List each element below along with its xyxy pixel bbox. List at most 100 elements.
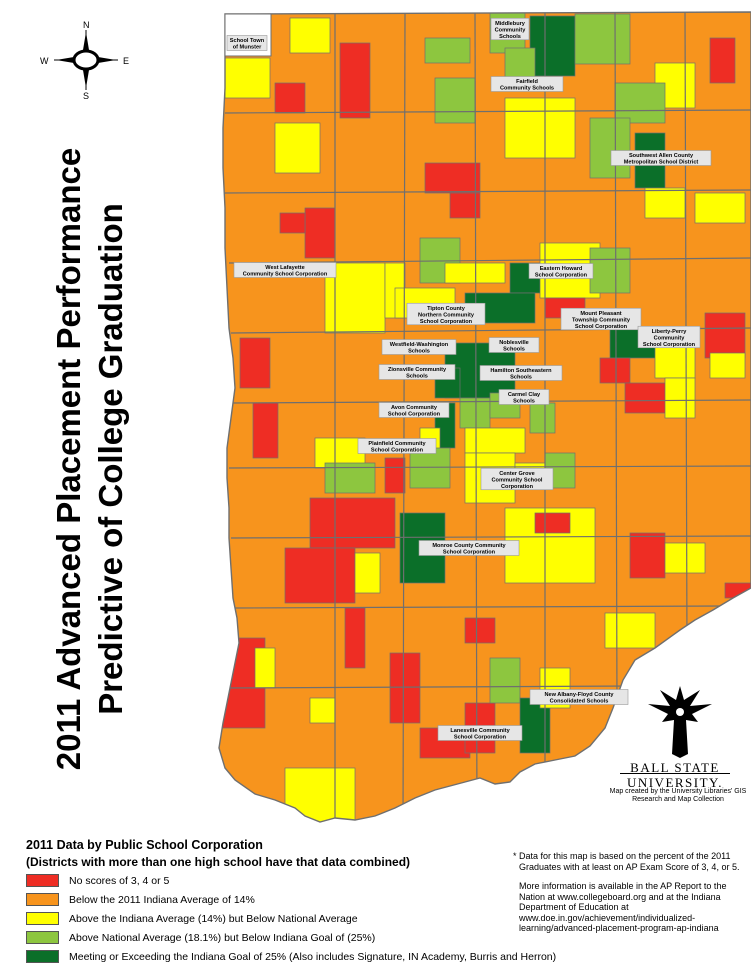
district-red	[599, 357, 631, 384]
legend-subtitle: (Districts with more than one high schoo…	[26, 855, 411, 869]
callout-box	[610, 150, 712, 166]
district-light_green	[614, 82, 666, 124]
district-red	[464, 617, 496, 644]
district-red	[704, 312, 746, 359]
callout-text: Lanesville Community	[450, 728, 510, 734]
district-yellow	[694, 192, 746, 224]
callout-text: Community Schools	[500, 86, 554, 92]
district-yellow	[284, 767, 356, 822]
callout-box	[437, 725, 523, 741]
district-yellow	[644, 187, 686, 219]
data-note: * Data for this map is based on the perc…	[513, 851, 740, 872]
district-red	[284, 547, 356, 604]
map-credit: Map created by the University Libraries'…	[609, 788, 747, 803]
district-light_green	[529, 402, 556, 434]
university-name-line-1: BALL STATE	[630, 760, 720, 775]
district-light_green	[409, 447, 451, 489]
map-title: 2011 Advanced Placement Performance Pred…	[50, 148, 129, 770]
callout-text: Plainfield Community	[368, 441, 426, 447]
callout-box	[480, 467, 554, 491]
district-red	[339, 42, 371, 119]
legend-swatch-light-green	[26, 931, 59, 944]
legend-swatch-dark-green	[26, 950, 59, 963]
district-red	[145, 763, 175, 788]
legend-swatch-orange	[26, 893, 59, 906]
callout-text: Zionsville Community	[388, 367, 447, 373]
district-yellow	[274, 122, 321, 174]
legend-label: Meeting or Exceeding the Indiana Goal of…	[69, 950, 557, 963]
legend-swatch-yellow	[26, 912, 59, 925]
callout-box	[498, 389, 550, 405]
callout-text: of Munster	[233, 45, 262, 51]
district-red	[384, 457, 406, 494]
legend-swatch-red	[26, 874, 59, 887]
callout-text: Avon Community	[391, 405, 438, 411]
legend-label: Above the Indiana Average (14%) but Belo…	[69, 912, 358, 925]
district-red	[344, 607, 366, 669]
district-light_green	[574, 13, 631, 65]
callout-box	[418, 540, 520, 556]
district-yellow	[254, 647, 276, 689]
compass-south: S	[83, 91, 89, 100]
district-yellow	[664, 542, 706, 574]
district-red	[252, 402, 279, 459]
compass-north: N	[83, 20, 90, 30]
callout-box	[378, 402, 450, 418]
callout-text: West Lafayette	[265, 265, 304, 271]
callout-text: Metropolitan School District	[624, 160, 699, 166]
legend-label: Above National Average (18.1%) but Below…	[69, 931, 376, 944]
district-red	[219, 637, 266, 729]
callout-text: Schools	[406, 374, 428, 380]
callout-box	[357, 438, 437, 454]
district-light_green	[489, 657, 521, 704]
info-note: More information is available in the AP …	[519, 881, 727, 933]
district-yellow	[289, 17, 331, 54]
callout-text: Noblesville	[499, 340, 529, 346]
legend-item: Below the 2011 Indiana Average of 14%	[26, 890, 556, 909]
callout-text: Schools	[503, 347, 525, 353]
district-red	[534, 512, 571, 534]
callout-box	[560, 307, 642, 331]
district-light_green	[424, 37, 471, 64]
district-light_green	[434, 77, 476, 124]
callout-text: Hamilton Southeastern	[490, 368, 552, 374]
district-red	[709, 37, 736, 84]
district-middlebury	[529, 15, 576, 77]
university-name-line-2: UNIVERSITY.	[620, 773, 730, 791]
compass-east: E	[123, 56, 129, 66]
legend-label: No scores of 3, 4 or 5	[69, 874, 170, 887]
callout-text: School Corporation	[371, 448, 424, 454]
district-red	[304, 207, 336, 259]
callout-box	[490, 76, 564, 92]
callout-text: School Corporation	[443, 550, 496, 556]
callout-box	[637, 325, 701, 349]
callout-text: Tipton County	[427, 306, 466, 312]
callout-text: School Corporation	[575, 324, 628, 330]
callout-text: Township Community	[572, 317, 631, 323]
callout-text: Community School Corporation	[243, 272, 328, 278]
callout-text: Community	[495, 27, 527, 33]
legend-item: No scores of 3, 4 or 5	[26, 871, 556, 890]
district-yellow	[155, 753, 180, 798]
district-light_green	[589, 247, 631, 294]
district-red	[309, 497, 396, 549]
callout-text: School Corporation	[643, 342, 696, 348]
callout-text: School Corporation	[420, 319, 473, 325]
legend-item: Above the Indiana Average (14%) but Belo…	[26, 909, 556, 928]
callout-text: School Corporation	[454, 735, 507, 741]
callout-text: Northern Community	[418, 312, 475, 318]
district-light_green	[459, 397, 491, 429]
